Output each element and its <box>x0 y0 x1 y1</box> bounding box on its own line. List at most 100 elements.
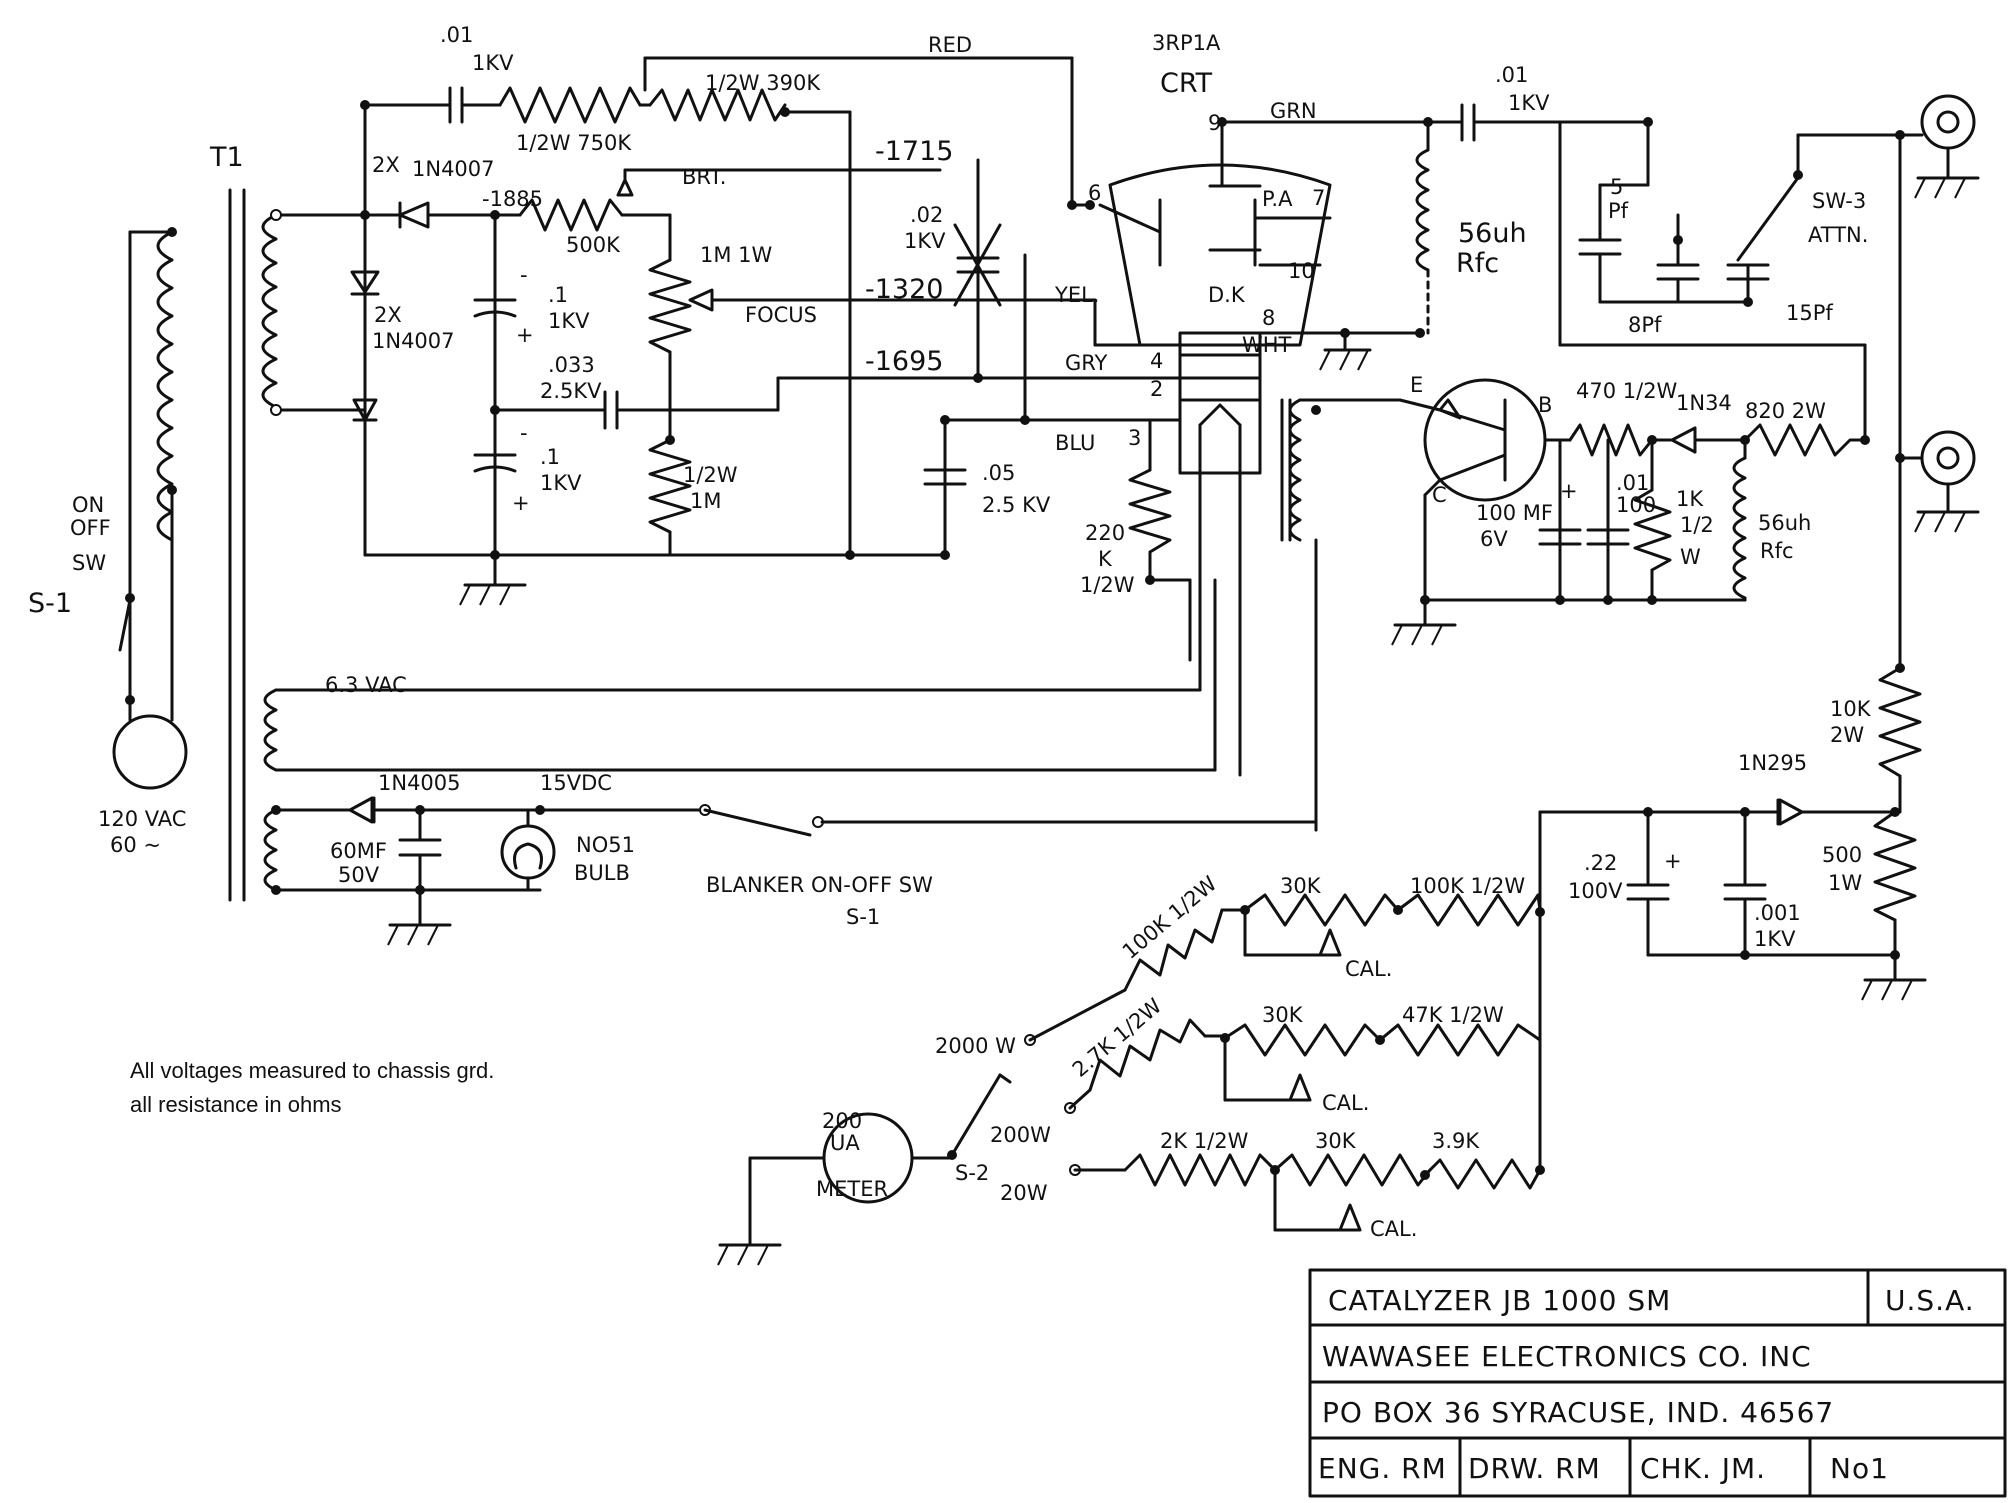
c05-volt-label: 2.5 KV <box>982 493 1051 517</box>
yel-label: YEL. <box>1054 283 1099 307</box>
meter-unit-label: UA <box>830 1131 860 1155</box>
r47k-label: 47K 1/2W <box>1402 1003 1504 1027</box>
r30k-b-label: 30K <box>1262 1003 1304 1027</box>
c1-b-minus: - <box>520 421 528 445</box>
r220k-watt-label: 1/2W <box>1080 573 1135 597</box>
c22-plus: + <box>1664 849 1682 873</box>
r100k-a-label: 100K 1/2W <box>1118 871 1222 964</box>
pin3-label: 3 <box>1128 426 1141 450</box>
r10k-watt-label: 2W <box>1830 723 1864 747</box>
pin4-label: 4 <box>1150 349 1163 373</box>
c05-label: .05 <box>982 461 1015 485</box>
s1-sw-label: SW <box>72 551 106 575</box>
title-block-company: WAWASEE ELECTRONICS CO. INC <box>1322 1340 1812 1373</box>
r750k-label: 1/2W 750K <box>516 131 632 155</box>
r30k-a-label: 30K <box>1280 874 1322 898</box>
r500-watt-label: 1W <box>1828 871 1862 895</box>
meter-label: METER <box>816 1177 888 1201</box>
c22-volt-label: 100V <box>1568 879 1623 903</box>
title-block-eng: ENG. RM <box>1318 1452 1447 1485</box>
wht-label: WHT <box>1242 333 1292 357</box>
q-b-label: B <box>1538 393 1552 417</box>
cal-b-label: CAL. <box>1322 1091 1369 1115</box>
blanker-amp <box>1280 378 1870 832</box>
hv-secondary <box>261 100 947 557</box>
c1-a-volt-label: 1KV <box>548 309 590 333</box>
d2x-b-label: 2X <box>374 303 402 327</box>
sw3-attn-label: ATTN. <box>1808 223 1868 247</box>
c1-a-plus: + <box>516 323 534 347</box>
c01-100-volt-label: 100 <box>1616 493 1656 517</box>
s2-label: S-2 <box>955 1161 989 1185</box>
primary-circuit <box>112 188 246 902</box>
r390k-label: 1/2W 390K <box>705 71 821 95</box>
d1n295-label: 1N295 <box>1738 751 1807 775</box>
r2k-label: 2K 1/2W <box>1160 1129 1249 1153</box>
low-voltage-secondaries <box>263 578 1318 946</box>
sw3-label: SW-3 <box>1812 189 1866 213</box>
r10k-label: 10K <box>1830 697 1872 721</box>
c01-a-volt-label: 1KV <box>472 51 514 75</box>
pin2-label: 2 <box>1150 377 1163 401</box>
dk-label: D.K <box>1208 283 1246 307</box>
title-block-chk: CHK. JM. <box>1640 1452 1766 1485</box>
c60mf-label: 60MF <box>330 839 387 863</box>
title-block-drw: DRW. RM <box>1468 1452 1601 1485</box>
c01-b-volt-label: 1KV <box>1508 91 1550 115</box>
c100mf-volt-label: 6V <box>1480 527 1508 551</box>
red-wire-label: RED <box>928 33 972 57</box>
meter-range-label: 200 <box>822 1109 862 1133</box>
brt-label: BRT. <box>682 165 726 189</box>
q-c-label: C <box>1432 483 1447 507</box>
r220k-unit-label: K <box>1098 547 1113 571</box>
d1n34-label: 1N34 <box>1676 391 1732 415</box>
t1-label: T1 <box>209 142 244 173</box>
l56uh-label: 56uh <box>1458 218 1527 249</box>
crt-label: CRT <box>1160 68 1213 99</box>
c02-label: .02 <box>910 203 943 227</box>
v1320-label: -1320 <box>865 274 943 305</box>
c8pf-label: 8Pf <box>1628 313 1662 337</box>
c01-b-label: .01 <box>1495 63 1528 87</box>
v1715-label: -1715 <box>875 136 953 167</box>
r100k-b-label: 100K 1/2W <box>1410 874 1525 898</box>
note-line-1: All voltages measured to chassis grd. <box>130 1058 494 1083</box>
r39k-label: 3.9K <box>1432 1129 1480 1153</box>
c001-volt-label: 1KV <box>1754 927 1796 951</box>
c22-label: .22 <box>1584 851 1617 875</box>
d2x-b-part-label: 1N4007 <box>372 329 455 353</box>
ac-label: 120 VAC <box>98 807 186 831</box>
r1k-label: 1K <box>1676 487 1704 511</box>
v1695-label: -1695 <box>865 346 943 377</box>
pin7-label: 7 <box>1312 186 1325 210</box>
title-block-address: PO BOX 36 SYRACUSE, IND. 46567 <box>1322 1396 1834 1429</box>
r27k-label: 2.7K 1/2W <box>1068 994 1167 1082</box>
d2x-a-part-label: 1N4007 <box>412 157 495 181</box>
ac-freq-label: 60 ~ <box>110 833 161 857</box>
blu-label: BLU <box>1055 431 1095 455</box>
v63-label: 6.3 VAC <box>325 673 407 697</box>
w20-label: 20W <box>1000 1181 1048 1205</box>
c60mf-volt-label: 50V <box>338 863 380 887</box>
brightness-focus-network <box>493 168 1097 557</box>
blanker-s1-label: S-1 <box>846 905 880 929</box>
cal-c-label: CAL. <box>1370 1217 1417 1241</box>
l56uh2-label: 56uh <box>1758 511 1811 535</box>
c1-a-label: .1 <box>548 283 568 307</box>
title-block-country: U.S.A. <box>1885 1284 1975 1317</box>
title-block-no: No1 <box>1830 1452 1889 1485</box>
w2000-label: 2000 W <box>935 1034 1016 1058</box>
w200-label: 200W <box>990 1123 1051 1147</box>
meter-section <box>717 893 1545 1266</box>
s1-off-label: OFF <box>70 516 111 540</box>
r500-label: 500 <box>1822 843 1862 867</box>
crt-bias-lines <box>845 158 1152 560</box>
pin9-label: 9 <box>1208 111 1221 135</box>
v15-label: 15VDC <box>540 771 612 795</box>
r1m1w-label: 1M 1W <box>700 243 773 267</box>
grn-label: GRN <box>1270 99 1317 123</box>
c1-b-label: .1 <box>540 445 560 469</box>
c01-100-label: .01 <box>1616 471 1649 495</box>
gry-label: GRY <box>1065 351 1108 375</box>
v1885-label: -1885 <box>482 187 543 211</box>
